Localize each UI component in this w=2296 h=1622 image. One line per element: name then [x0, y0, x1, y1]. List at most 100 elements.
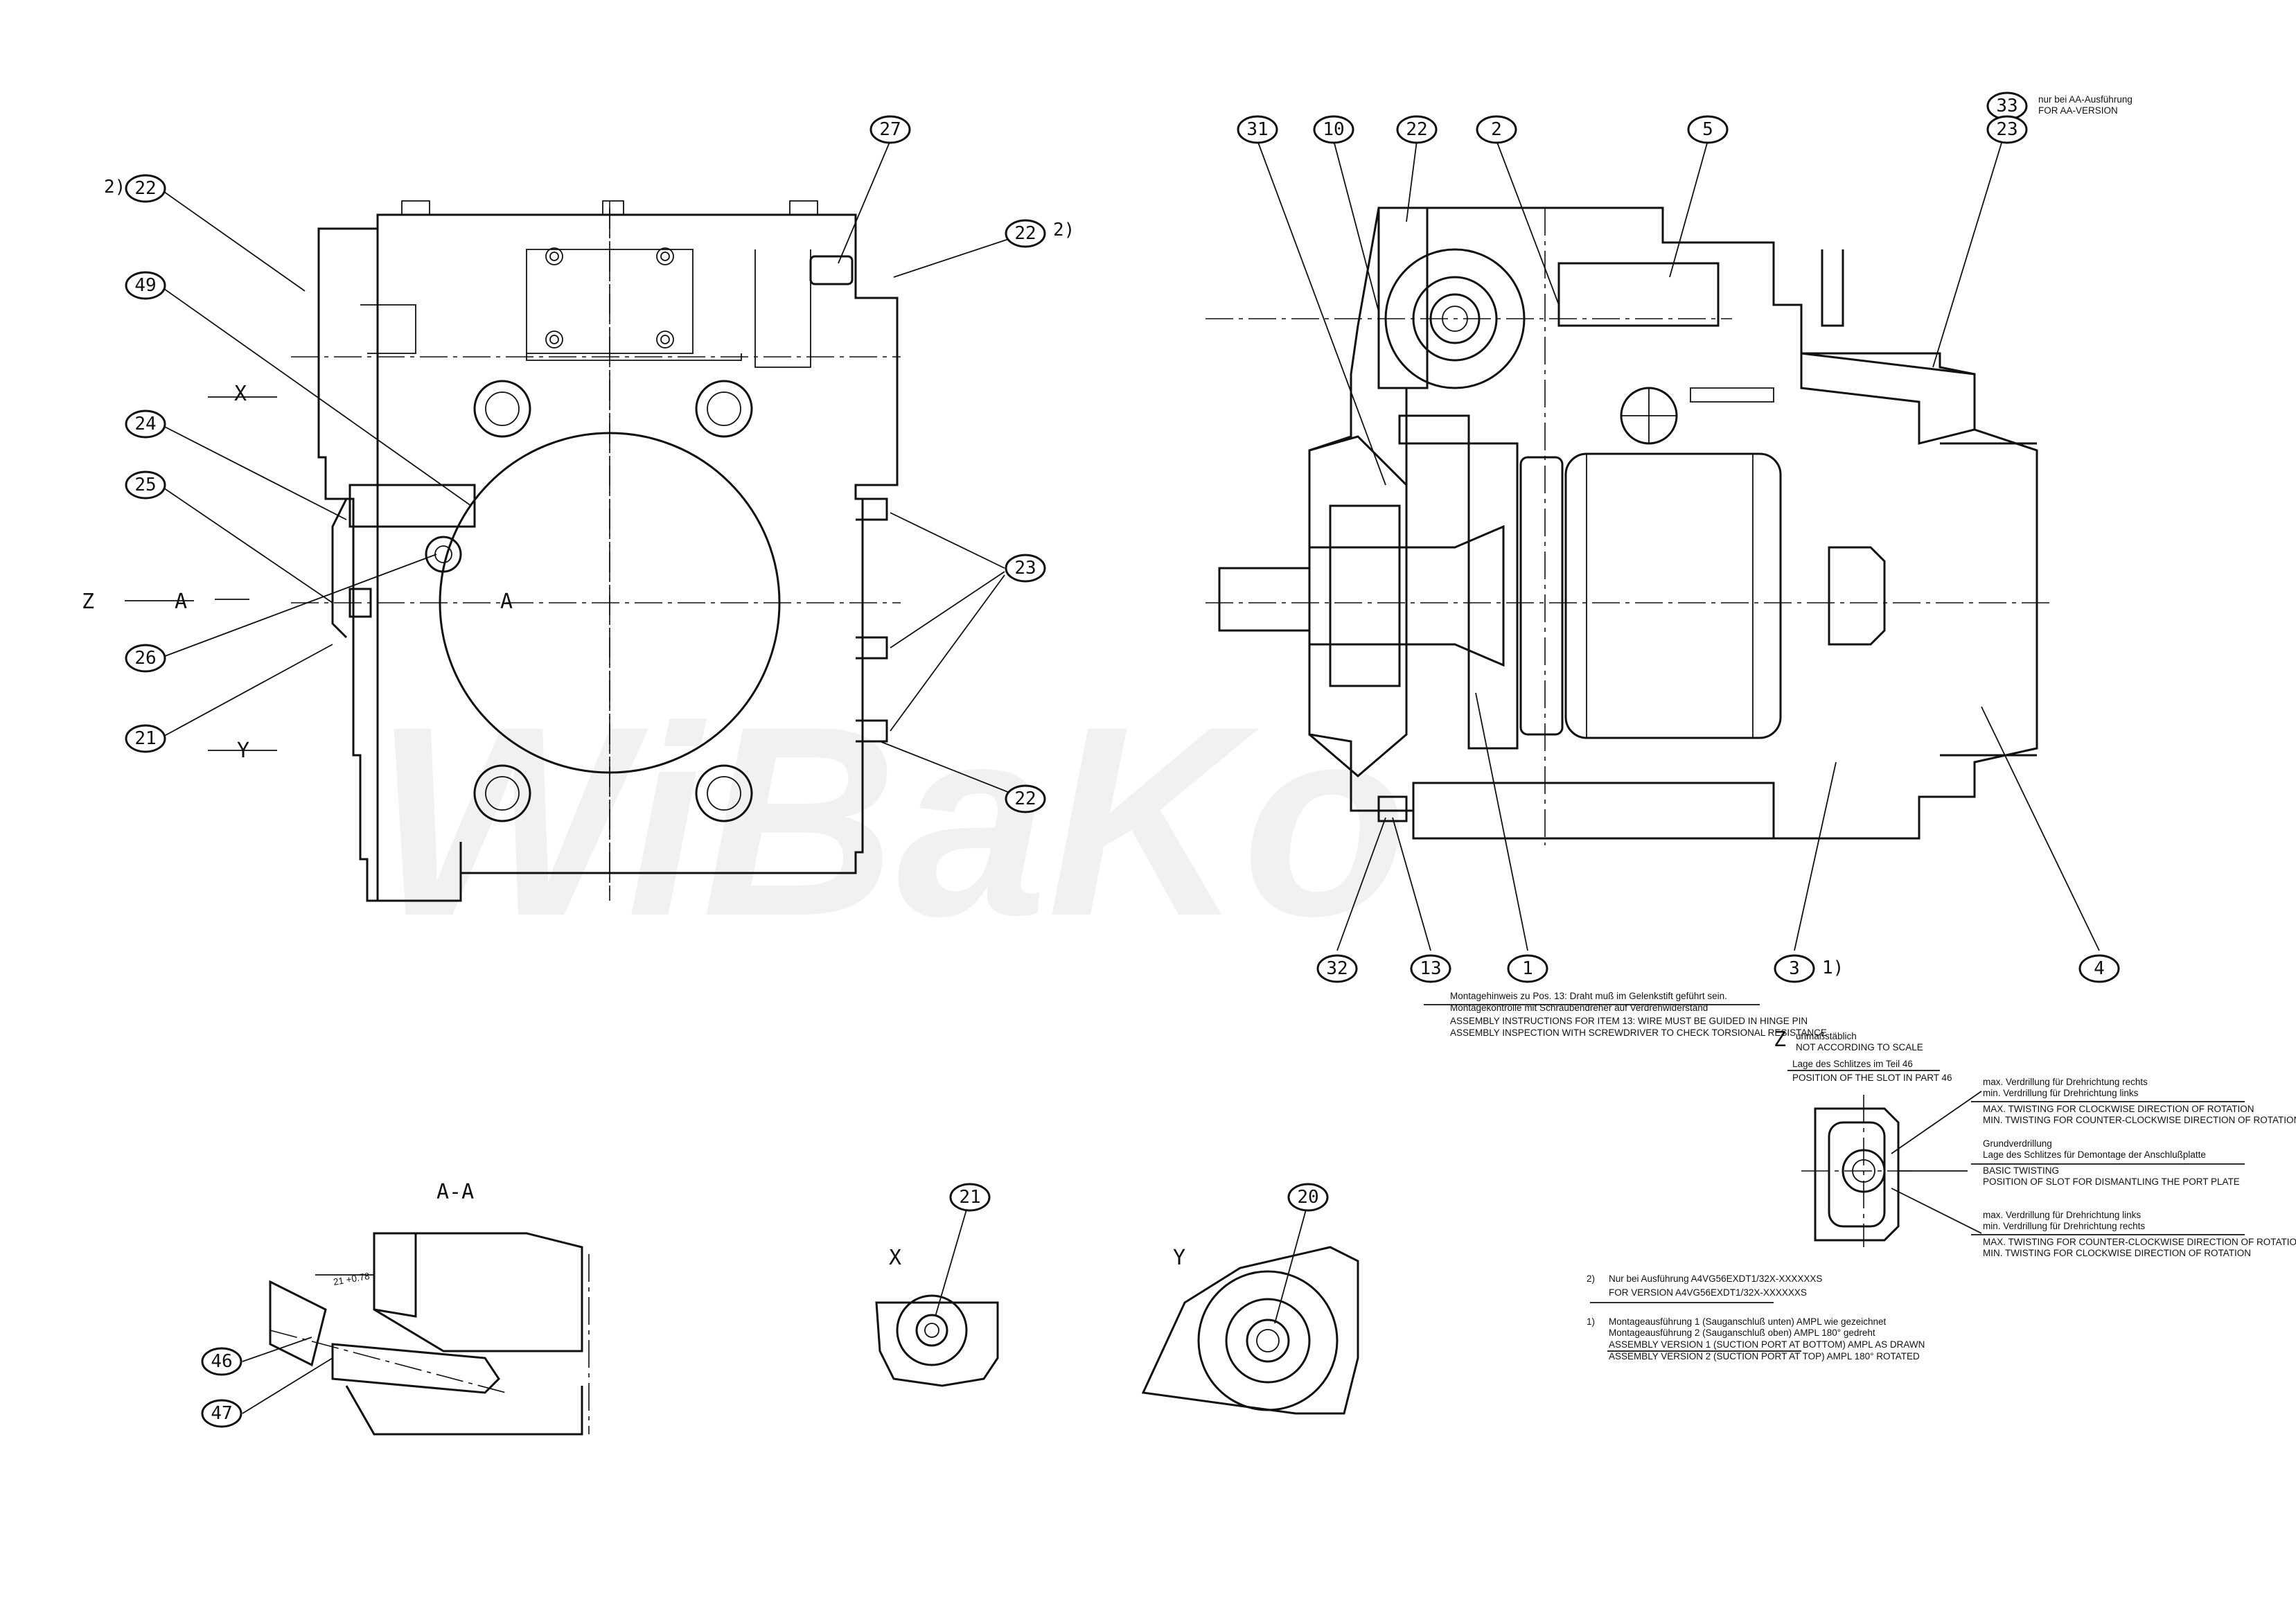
balloon-5: 5: [1687, 115, 1729, 144]
svg-text:4: 4: [2094, 958, 2105, 979]
watermark: WiBaKo: [374, 670, 1407, 972]
detail-x-title: X: [889, 1246, 901, 1270]
view-arrow-x-label: X: [234, 382, 247, 406]
svg-text:25: 25: [134, 475, 156, 495]
svg-text:23: 23: [1014, 558, 1036, 579]
section-aa-view: [269, 1232, 590, 1436]
svg-text:26: 26: [134, 648, 156, 669]
balloon-25: 25: [125, 470, 166, 500]
svg-text:20: 20: [1297, 1187, 1318, 1208]
footnote-2-de: Nur bei Ausführung A4VG56EXDT1/32X-XXXXX…: [1609, 1273, 1822, 1284]
front-view: [291, 200, 901, 902]
balloon-33: 33: [1986, 91, 2028, 121]
detail-z-view: [1801, 1095, 1912, 1247]
footnote-1-de-2: Montageausführung 2 (Sauganschluß oben) …: [1609, 1328, 1875, 1338]
detail-z-title: Z: [1774, 1028, 1786, 1052]
svg-text:31: 31: [1246, 119, 1268, 140]
balloon-47: 47: [201, 1399, 242, 1428]
balloon-1: 1: [1507, 954, 1548, 983]
balloon-24: 24: [125, 409, 166, 439]
svg-text:13: 13: [1420, 958, 1441, 979]
basic-twist-note-en-2: POSITION OF SLOT FOR DISMANTLING THE POR…: [1983, 1176, 2240, 1187]
assembly-note-en-1: ASSEMBLY INSTRUCTIONS FOR ITEM 13: WIRE …: [1450, 1016, 1808, 1026]
footnote-mark: 2): [104, 177, 125, 197]
balloon-31: 31: [1237, 115, 1278, 144]
footnote-mark: 1): [1822, 958, 1844, 978]
svg-text:22: 22: [1014, 223, 1036, 244]
basic-twist-note-de-2: Lage des Schlitzes für Demontage der Ans…: [1983, 1149, 2206, 1160]
balloon-23-right: 23: [1986, 115, 2028, 144]
leader-lines: [125, 140, 2245, 1414]
balloon-22-bottom-right: 22: [1005, 784, 1046, 813]
svg-text:3: 3: [1789, 958, 1800, 979]
balloon-22-top-right: 22: [1005, 219, 1046, 248]
svg-text:1: 1: [1522, 958, 1533, 979]
svg-text:47: 47: [211, 1403, 232, 1424]
svg-text:49: 49: [134, 275, 156, 296]
footnote-mark: 2): [1053, 220, 1075, 240]
svg-text:23: 23: [1996, 119, 2017, 140]
basic-twist-note-de-1: Grundverdrillung: [1983, 1138, 2052, 1149]
footnote-2-en: FOR VERSION A4VG56EXDT1/32X-XXXXXXS: [1609, 1287, 1807, 1298]
max-ccw-note-de-2: min. Verdrillung für Drehrichtung rechts: [1983, 1221, 2145, 1231]
footnote-1-en-1: ASSEMBLY VERSION 1 (SUCTION PORT AT BOTT…: [1609, 1339, 1925, 1350]
svg-text:33: 33: [1996, 96, 2017, 116]
balloon-10: 10: [1313, 115, 1354, 144]
balloon-27: 27: [869, 115, 911, 144]
balloon-21-detail-x: 21: [949, 1183, 991, 1212]
svg-text:5: 5: [1702, 119, 1713, 140]
svg-text:27: 27: [879, 119, 901, 140]
max-ccw-note-en-2: MIN. TWISTING FOR CLOCKWISE DIRECTION OF…: [1983, 1248, 2251, 1258]
section-view: [1206, 206, 2051, 845]
svg-text:22: 22: [1014, 788, 1036, 809]
max-cw-note-de-1: max. Verdrillung für Drehrichtung rechts: [1983, 1077, 2148, 1087]
aa-version-note-de: nur bei AA-Ausführung: [2038, 94, 2132, 105]
svg-text:32: 32: [1326, 958, 1348, 979]
balloon-2: 2: [1476, 115, 1517, 144]
balloon-22-middle: 22: [1396, 115, 1438, 144]
max-cw-note-en-2: MIN. TWISTING FOR COUNTER-CLOCKWISE DIRE…: [1983, 1115, 2296, 1125]
z-scale-note-de: unmaßstäblich: [1796, 1031, 1857, 1041]
balloon-4: 4: [2078, 954, 2120, 983]
max-cw-note-de-2: min. Verdrillung für Drehrichtung links: [1983, 1088, 2139, 1098]
svg-text:46: 46: [211, 1351, 232, 1372]
view-arrow-z-label: Z: [82, 590, 94, 614]
balloon-49: 49: [125, 271, 166, 300]
footnote-2-mark: 2): [1587, 1273, 1595, 1284]
balloon-26: 26: [125, 644, 166, 673]
balloon-23-left: 23: [1005, 554, 1046, 583]
balloon-22-top-left: 22: [125, 174, 166, 203]
svg-text:22: 22: [1406, 119, 1427, 140]
dimension-21: 21 +0.78: [333, 1271, 371, 1287]
balloon-13: 13: [1410, 954, 1451, 983]
svg-text:21: 21: [134, 728, 156, 749]
assembly-note-de-2: Montagekontrolle mit Schraubendreher auf…: [1450, 1003, 1708, 1013]
svg-text:24: 24: [134, 414, 156, 434]
footnote-1-de-1: Montageausführung 1 (Sauganschluß unten)…: [1609, 1316, 1887, 1327]
balloon-3: 3: [1774, 954, 1815, 983]
assembly-note-de-1: Montagehinweis zu Pos. 13: Draht muß im …: [1450, 991, 1727, 1001]
assembly-note-en-2: ASSEMBLY INSPECTION WITH SCREWDRIVER TO …: [1450, 1028, 1827, 1038]
svg-text:10: 10: [1323, 119, 1344, 140]
max-ccw-note-en-1: MAX. TWISTING FOR COUNTER-CLOCKWISE DIRE…: [1983, 1237, 2296, 1247]
detail-y-title: Y: [1173, 1246, 1185, 1270]
balloon-21-left: 21: [125, 724, 166, 753]
basic-twist-note-en-1: BASIC TWISTING: [1983, 1165, 2059, 1176]
svg-text:21: 21: [959, 1187, 980, 1208]
balloon-46: 46: [201, 1347, 242, 1376]
svg-text:2: 2: [1491, 119, 1502, 140]
balloon-32: 32: [1316, 954, 1358, 983]
section-a-right-label: A: [500, 590, 513, 614]
balloon-20: 20: [1287, 1183, 1329, 1212]
max-cw-note-en-1: MAX. TWISTING FOR CLOCKWISE DIRECTION OF…: [1983, 1104, 2254, 1114]
section-aa-title: A-A: [436, 1180, 474, 1204]
footnote-1-mark: 1): [1587, 1316, 1595, 1327]
svg-text:22: 22: [134, 178, 156, 199]
slot-note-de: Lage des Schlitzes im Teil 46: [1792, 1059, 1913, 1069]
aa-version-note-en: FOR AA-VERSION: [2038, 105, 2118, 116]
footnote-1-en-2: ASSEMBLY VERSION 2 (SUCTION PORT AT TOP)…: [1609, 1351, 1920, 1361]
z-scale-note-en: NOT ACCORDING TO SCALE: [1796, 1042, 1923, 1052]
detail-y-view: [1141, 1246, 1359, 1415]
max-ccw-note-de-1: max. Verdrillung für Drehrichtung links: [1983, 1210, 2141, 1220]
